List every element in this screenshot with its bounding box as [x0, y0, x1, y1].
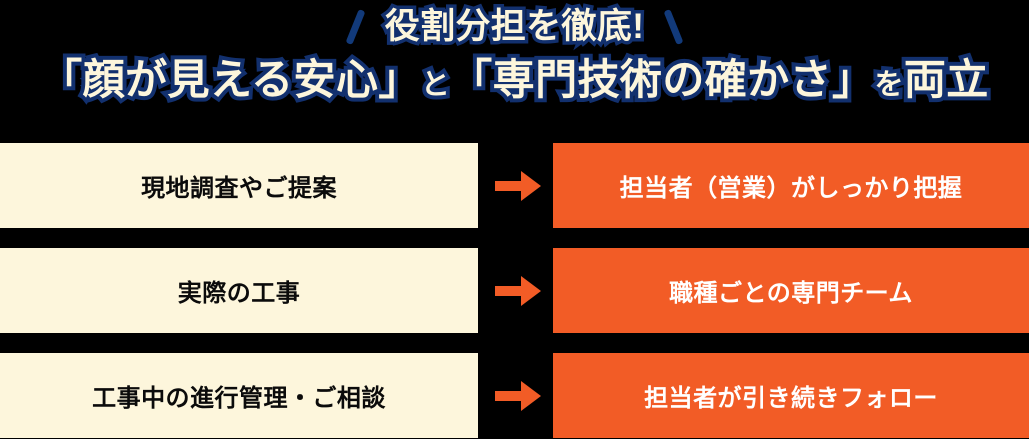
owner-cell: 担当者が引き続きフォロー — [553, 353, 1029, 438]
heading-block: 役割分担を徹底! 「顔が見える安心」と「専門技術の確かさ」を両立 — [0, 0, 1029, 130]
table-row: 現地調査やご提案 担当者（営業）がしっかり把握 — [0, 143, 1029, 228]
owner-label: 担当者（営業）がしっかり把握 — [619, 175, 963, 202]
arrow-right-icon — [495, 381, 541, 411]
heading-line2-end: 両立 — [900, 52, 992, 107]
table-row: 工事中の進行管理・ご相談 担当者が引き続きフォロー — [0, 353, 1029, 438]
arrow-right-icon — [495, 276, 541, 306]
heading-line2-part2: 「専門技術の確かさ」 — [446, 52, 878, 107]
slash-left-icon — [345, 8, 366, 46]
owner-label: 職種ごとの専門チーム — [669, 280, 913, 307]
table-row: 実際の工事 職種ごとの専門チーム — [0, 248, 1029, 333]
heading-line1-row: 役割分担を徹底! — [0, 4, 1029, 50]
heading-line2-suffix: を — [870, 65, 907, 105]
heading-line2-part1: 「顔が見える安心」 — [36, 52, 424, 107]
heading-line2-conj: と — [417, 65, 454, 105]
task-label: 現地調査やご提案 — [141, 175, 337, 202]
slash-right-icon — [663, 8, 684, 46]
task-cell: 現地調査やご提案 — [0, 143, 478, 228]
heading-line2: 「顔が見える安心」と「専門技術の確かさ」を両立 — [0, 52, 1029, 111]
task-cell: 実際の工事 — [0, 248, 478, 333]
rows-container: 現地調査やご提案 担当者（営業）がしっかり把握 実際の工事 職種ごとの専門 — [0, 143, 1029, 438]
task-label: 実際の工事 — [177, 280, 301, 307]
heading-line1: 役割分担を徹底! — [381, 4, 647, 50]
arrow-right-icon — [495, 171, 541, 201]
owner-cell: 職種ごとの専門チーム — [553, 248, 1029, 333]
owner-cell: 担当者（営業）がしっかり把握 — [553, 143, 1029, 228]
task-label: 工事中の進行管理・ご相談 — [92, 385, 386, 412]
task-cell: 工事中の進行管理・ご相談 — [0, 353, 478, 438]
owner-label: 担当者が引き続きフォロー — [644, 385, 938, 412]
